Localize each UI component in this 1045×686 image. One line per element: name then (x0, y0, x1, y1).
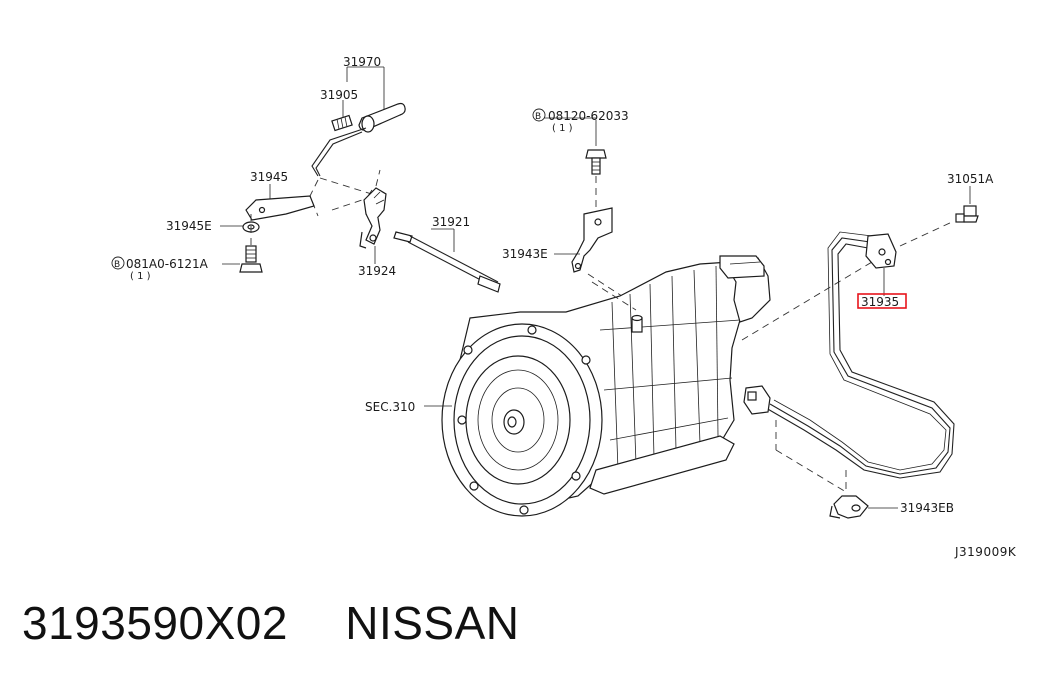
label-081A0-6121A[interactable]: 081A0-6121A (126, 257, 209, 271)
label-08120-qty: ( 1 ) (552, 123, 573, 134)
threaded-end-31905 (331, 114, 353, 132)
bolt-081A0-6121A (239, 245, 263, 273)
label-31945E[interactable]: 31945E (166, 219, 212, 233)
shift-rod-assembly (311, 66, 406, 177)
drawing-code: J319009K (954, 545, 1017, 559)
bolt-marker-icon-2 (532, 108, 546, 122)
footer-caption: 3193590X02 NISSAN (22, 596, 519, 650)
bolt-marker-letter: B (114, 260, 120, 270)
label-31945[interactable]: 31945 (250, 170, 288, 184)
label-31905[interactable]: 31905 (320, 88, 358, 102)
highlight-box-31935 (857, 293, 907, 309)
clip-31943EB (775, 420, 898, 519)
label-31051A[interactable]: 31051A (947, 172, 994, 186)
lever-31924 (331, 169, 387, 264)
bolt-marker-icon (111, 256, 125, 270)
bracket-31945 (220, 184, 315, 273)
label-31935[interactable]: 31935 (861, 295, 899, 309)
bolt-marker-letter-2: B (535, 112, 541, 122)
part-number: 3193590X02 (22, 597, 288, 649)
label-31943EB[interactable]: 31943EB (900, 501, 954, 515)
label-31921[interactable]: 31921 (432, 215, 470, 229)
bracket-31943E-assembly (544, 117, 629, 301)
label-31943E[interactable]: 31943E (502, 247, 548, 261)
part-labels: 31970 31905 31945 31945E B 081A0-6121A (… (111, 55, 1017, 559)
grip-31970 (358, 102, 406, 133)
label-08120-62033[interactable]: 08120-62033 (548, 109, 629, 123)
brand-name: NISSAN (345, 597, 520, 649)
label-31924[interactable]: 31924 (358, 264, 396, 278)
label-31970[interactable]: 31970 (343, 55, 381, 69)
bolt-31051A (955, 186, 979, 223)
rod-31921 (393, 228, 501, 293)
harness-31935 (743, 231, 955, 479)
transmission-sec310 (424, 255, 771, 517)
bolt-08120-62033 (585, 149, 607, 175)
label-081A0-qty: ( 1 ) (130, 271, 151, 282)
label-sec310[interactable]: SEC.310 (365, 400, 415, 414)
